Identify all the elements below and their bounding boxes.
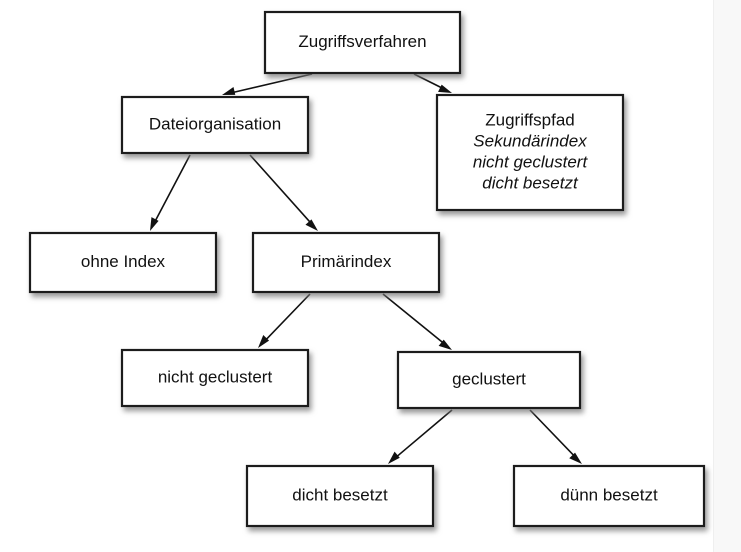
arrowhead-icon: [569, 452, 582, 464]
node-box-zugriffsverfahren[interactable]: [263, 10, 462, 75]
node-box-duenn-besetzt[interactable]: [512, 464, 706, 528]
right-margin-strip: [713, 0, 741, 552]
node-primaerindex[interactable]: Primärindex: [251, 231, 441, 294]
node-label-zugriffsverfahren-line-0: Zugriffsverfahren: [298, 32, 426, 51]
edge-zugriffsverfahren-to-zugriffspfad: [413, 73, 452, 93]
edge-line: [153, 154, 191, 223]
node-box-dicht-besetzt[interactable]: [245, 464, 435, 528]
edge-geclustert-to-dicht-besetzt: [388, 409, 453, 464]
arrowhead-icon: [222, 86, 236, 95]
arrowhead-icon: [438, 339, 452, 350]
node-label-zugriffspfad-line-3: dicht besetzt: [482, 173, 579, 192]
node-box-nicht-geclustert[interactable]: [120, 348, 310, 408]
node-dateiorganisation[interactable]: Dateiorganisation: [120, 95, 310, 155]
node-dicht-besetzt[interactable]: dicht besetzt: [245, 464, 435, 528]
node-label-zugriffspfad-line-0: Zugriffspfad: [485, 110, 574, 129]
node-box-zugriffspfad[interactable]: [435, 93, 625, 212]
edge-dateiorganisation-to-primaerindex: [249, 154, 318, 231]
edges-layer: [150, 73, 582, 464]
node-label-zugriffspfad-line-1: Sekundärindex: [473, 131, 587, 150]
edge-line: [264, 293, 311, 342]
node-nicht-geclustert[interactable]: nicht geclustert: [120, 348, 310, 408]
node-label-zugriffspfad-line-2: nicht geclustert: [473, 152, 589, 171]
node-box-primaerindex[interactable]: [251, 231, 441, 294]
edge-line: [249, 154, 312, 225]
edge-line: [231, 73, 313, 94]
node-geclustert[interactable]: geclustert: [396, 350, 582, 410]
node-box-dateiorganisation[interactable]: [120, 95, 310, 155]
node-label-nicht-geclustert-line-0: nicht geclustert: [158, 367, 273, 386]
edge-dateiorganisation-to-ohne-index: [150, 154, 191, 231]
node-label-geclustert-line-0: geclustert: [452, 369, 526, 388]
arrowhead-icon: [438, 84, 452, 93]
node-label-duenn-besetzt-line-0: dünn besetzt: [560, 485, 658, 504]
edge-line: [382, 293, 445, 345]
edge-zugriffsverfahren-to-dateiorganisation: [222, 73, 313, 95]
arrowhead-icon: [150, 217, 159, 231]
node-box-ohne-index[interactable]: [28, 231, 218, 294]
edge-primaerindex-to-nicht-geclustert: [258, 293, 311, 348]
edge-geclustert-to-duenn-besetzt: [529, 409, 582, 464]
node-label-primaerindex-line-0: Primärindex: [301, 252, 392, 271]
arrowhead-icon: [305, 219, 318, 231]
node-duenn-besetzt[interactable]: dünn besetzt: [512, 464, 706, 528]
arrowhead-icon: [258, 335, 270, 348]
node-label-ohne-index-line-0: ohne Index: [81, 252, 166, 271]
node-label-dicht-besetzt-line-0: dicht besetzt: [292, 485, 388, 504]
node-label-dateiorganisation-line-0: Dateiorganisation: [149, 114, 281, 133]
node-zugriffsverfahren[interactable]: Zugriffsverfahren: [263, 10, 462, 75]
arrowhead-icon: [388, 451, 400, 464]
node-ohne-index[interactable]: ohne Index: [28, 231, 218, 294]
edge-line: [413, 73, 444, 90]
node-box-geclustert[interactable]: [396, 350, 582, 410]
edge-primaerindex-to-geclustert: [382, 293, 452, 350]
edge-line: [395, 409, 453, 459]
edge-line: [529, 409, 576, 458]
